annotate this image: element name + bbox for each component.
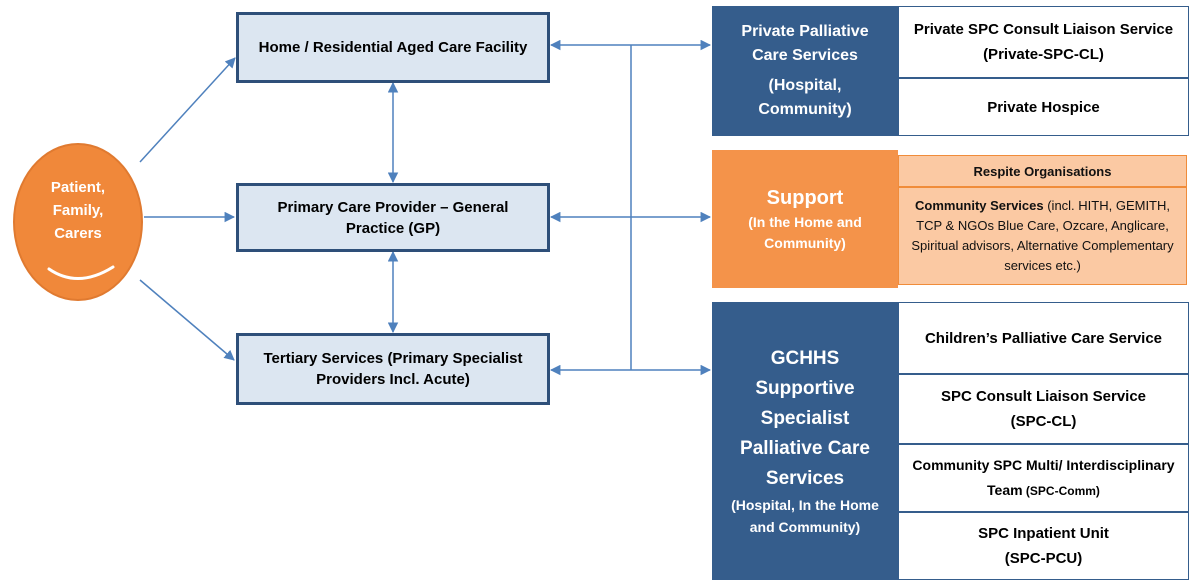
community-services-detail: (incl. HITH, GEMITH, TCP & NGOs Blue Car… xyxy=(911,198,1174,273)
community-spc-cell: Community SPC Multi/ Interdisciplinary T… xyxy=(898,444,1189,512)
patient-label: Patient, Family, Carers xyxy=(50,178,106,242)
smile-icon xyxy=(47,265,115,280)
childrens-palliative-label: Children’s Palliative Care Service xyxy=(924,329,1163,347)
private-spc-cl-label: Private SPC Consult Liaison Service (Pri… xyxy=(913,21,1174,63)
spc-cl-label: SPC Consult Liaison Service (SPC-CL) xyxy=(940,388,1147,430)
support-sub: (In the Home and Community) xyxy=(748,214,862,251)
private-palliative-header: Private Palliative Care Services (Hospit… xyxy=(712,6,898,136)
community-spc-tag: (SPC-Comm) xyxy=(1022,483,1100,498)
tertiary-services-label: Tertiary Services (Primary Specialist Pr… xyxy=(263,350,523,388)
childrens-palliative-cell: Children’s Palliative Care Service xyxy=(898,302,1189,374)
gchhs-header: GCHHS Supportive Specialist Palliative C… xyxy=(712,302,898,580)
home-residential-label: Home / Residential Aged Care Facility xyxy=(258,39,528,56)
respite-organisations-label: Respite Organisations xyxy=(973,163,1112,179)
private-palliative-title: Private Palliative Care Services xyxy=(741,23,869,64)
arrow-patient-tertiary xyxy=(139,279,235,361)
support-header: Support (In the Home and Community) xyxy=(712,150,898,288)
home-residential-box: Home / Residential Aged Care Facility xyxy=(236,12,550,83)
private-spc-cl-cell: Private SPC Consult Liaison Service (Pri… xyxy=(898,6,1189,78)
spc-cl-cell: SPC Consult Liaison Service (SPC-CL) xyxy=(898,374,1189,444)
gchhs-title: GCHHS Supportive Specialist Palliative C… xyxy=(740,348,870,489)
private-hospice-cell: Private Hospice xyxy=(898,78,1189,136)
patient-family-carers-circle: Patient, Family, Carers xyxy=(13,143,143,301)
tertiary-services-box: Tertiary Services (Primary Specialist Pr… xyxy=(236,333,550,405)
spc-inpatient-label: SPC Inpatient Unit (SPC-PCU) xyxy=(978,525,1109,567)
gchhs-sub: (Hospital, In the Home and Community) xyxy=(731,497,879,535)
community-services-title: Community Services xyxy=(915,198,1044,213)
primary-care-gp-label: Primary Care Provider – General Practice… xyxy=(277,198,509,237)
community-services-cell: Community Services (incl. HITH, GEMITH, … xyxy=(898,187,1187,285)
community-spc-label: Community SPC Multi/ Interdisciplinary T… xyxy=(912,456,1175,498)
support-title: Support xyxy=(766,187,844,209)
spc-inpatient-cell: SPC Inpatient Unit (SPC-PCU) xyxy=(898,512,1189,580)
arrow-patient-home xyxy=(139,57,236,163)
community-spc-text: Community SPC Multi/ Interdisciplinary T… xyxy=(903,453,1184,504)
respite-organisations-cell: Respite Organisations xyxy=(898,155,1187,187)
primary-care-gp-box: Primary Care Provider – General Practice… xyxy=(236,183,550,252)
private-palliative-sub: (Hospital, Community) xyxy=(758,77,852,118)
community-services-text: Community Services (incl. HITH, GEMITH, … xyxy=(907,196,1178,276)
private-hospice-label: Private Hospice xyxy=(987,98,1100,116)
